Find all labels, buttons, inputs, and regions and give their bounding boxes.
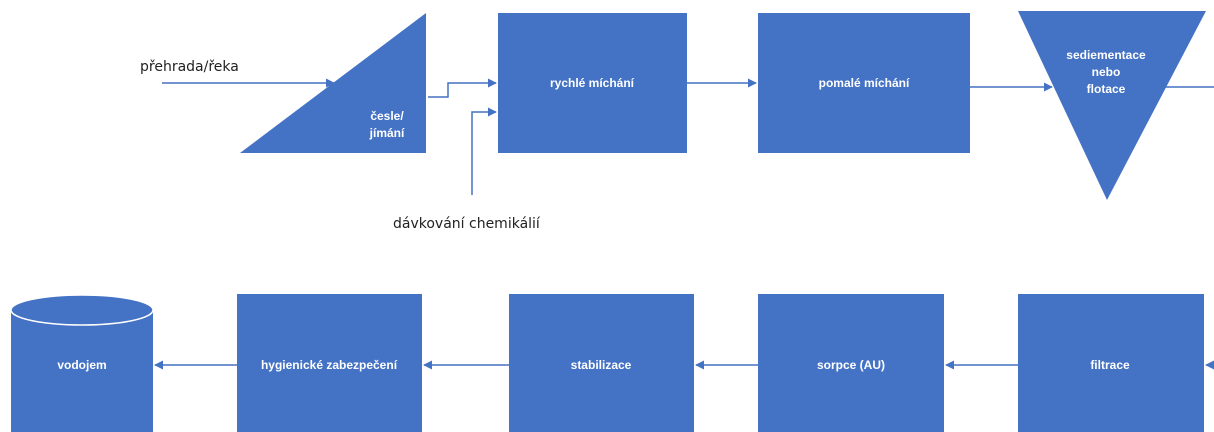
screens-label: česle/jímání [369, 109, 405, 140]
filtration-box [1018, 294, 1204, 432]
sedimentation-label: sediementace nebo flotace [1066, 48, 1146, 96]
label-line: sediementace [1066, 48, 1146, 62]
slow-mix-label: pomalé míchání [819, 76, 910, 90]
stabilization-box [509, 294, 694, 432]
rapid-mix-label: rychlé míchání [550, 76, 635, 90]
slow-to-sedimentation-arrow [964, 82, 1053, 92]
label-line: flotace [1087, 82, 1126, 96]
rapid-mix-box [498, 13, 687, 153]
screens-to-rapid-arrow [428, 78, 497, 98]
disinfection-label: hygienické zabezpečení [261, 358, 398, 372]
dosing-arrow [471, 107, 497, 195]
sorption-label: sorpce (AU) [817, 358, 885, 372]
slow-mix-box [758, 13, 970, 153]
filtration-label: filtrace [1090, 358, 1130, 372]
label-line: nebo [1092, 65, 1121, 79]
source-label: přehrada/řeka [140, 59, 239, 75]
reservoir-label: vodojem [57, 358, 106, 372]
label-line: česle/ [370, 109, 404, 123]
dosing-label: dávkování chemikálií [393, 216, 541, 232]
label-line: jímání [369, 126, 405, 140]
stabilization-label: stabilizace [571, 358, 632, 372]
sedimentation-triangle [1018, 11, 1206, 200]
sorption-box [758, 294, 944, 432]
reservoir-cylinder [10, 294, 154, 432]
disinfection-box [237, 294, 422, 432]
